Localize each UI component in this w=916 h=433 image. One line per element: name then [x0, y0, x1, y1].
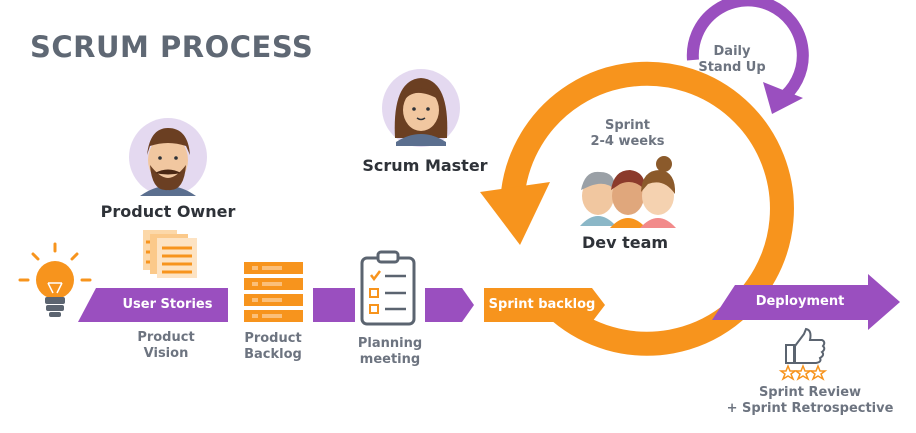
thumbs-up-icon [785, 327, 826, 364]
deployment-label: Deployment [755, 294, 845, 309]
rating-stars [778, 363, 828, 381]
lightbulb-icon [18, 242, 92, 317]
product-vision-line-1: Product [137, 330, 195, 345]
sprint-loop-arrow [480, 61, 794, 356]
dev-team-avatars [580, 156, 676, 228]
documents-icon [143, 230, 197, 278]
scrum-master-avatar [382, 69, 460, 147]
page-title: SCRUM PROCESS [30, 30, 314, 64]
sprint-line-1: Sprint [604, 118, 650, 133]
planning-line-1: Planning [357, 336, 423, 351]
product-vision-label: Product Vision [126, 330, 206, 363]
product-backlog-line-1: Product [244, 331, 302, 346]
deployment-arrow [712, 274, 900, 330]
product-backlog-icon [244, 262, 303, 322]
clipboard-icon [360, 250, 416, 326]
planning-meeting-label: Planning meeting [345, 336, 435, 369]
review-line-1: Sprint Review [758, 385, 862, 400]
product-backlog-label: Product Backlog [233, 331, 313, 364]
user-stories-band [78, 288, 228, 322]
daily-line-1: Daily [713, 44, 751, 59]
daily-standup-arrow [686, 0, 809, 114]
flow-band-3 [425, 288, 474, 322]
sprint-backlog-band [484, 288, 605, 322]
sprint-review-label: Sprint Review + Sprint Retrospective [722, 385, 898, 418]
product-owner-label: Product Owner [100, 202, 236, 221]
sprint-duration-label: Sprint 2-4 weeks [580, 118, 675, 151]
product-vision-line-2: Vision [143, 346, 189, 362]
flow-band-2 [313, 288, 355, 322]
review-line-2: + Sprint Retrospective [726, 401, 894, 417]
daily-standup-label: Daily Stand Up [692, 44, 772, 77]
scrum-master-label: Scrum Master [362, 156, 488, 175]
product-owner-avatar [129, 118, 207, 196]
product-backlog-line-2: Backlog [244, 347, 302, 363]
user-stories-label: User Stories [122, 297, 213, 312]
daily-line-2: Stand Up [698, 60, 766, 76]
planning-line-2: meeting [359, 352, 421, 368]
sprint-backlog-label: Sprint backlog [488, 297, 596, 312]
dev-team-label: Dev team [581, 233, 669, 252]
sprint-line-2: 2-4 weeks [590, 134, 665, 150]
